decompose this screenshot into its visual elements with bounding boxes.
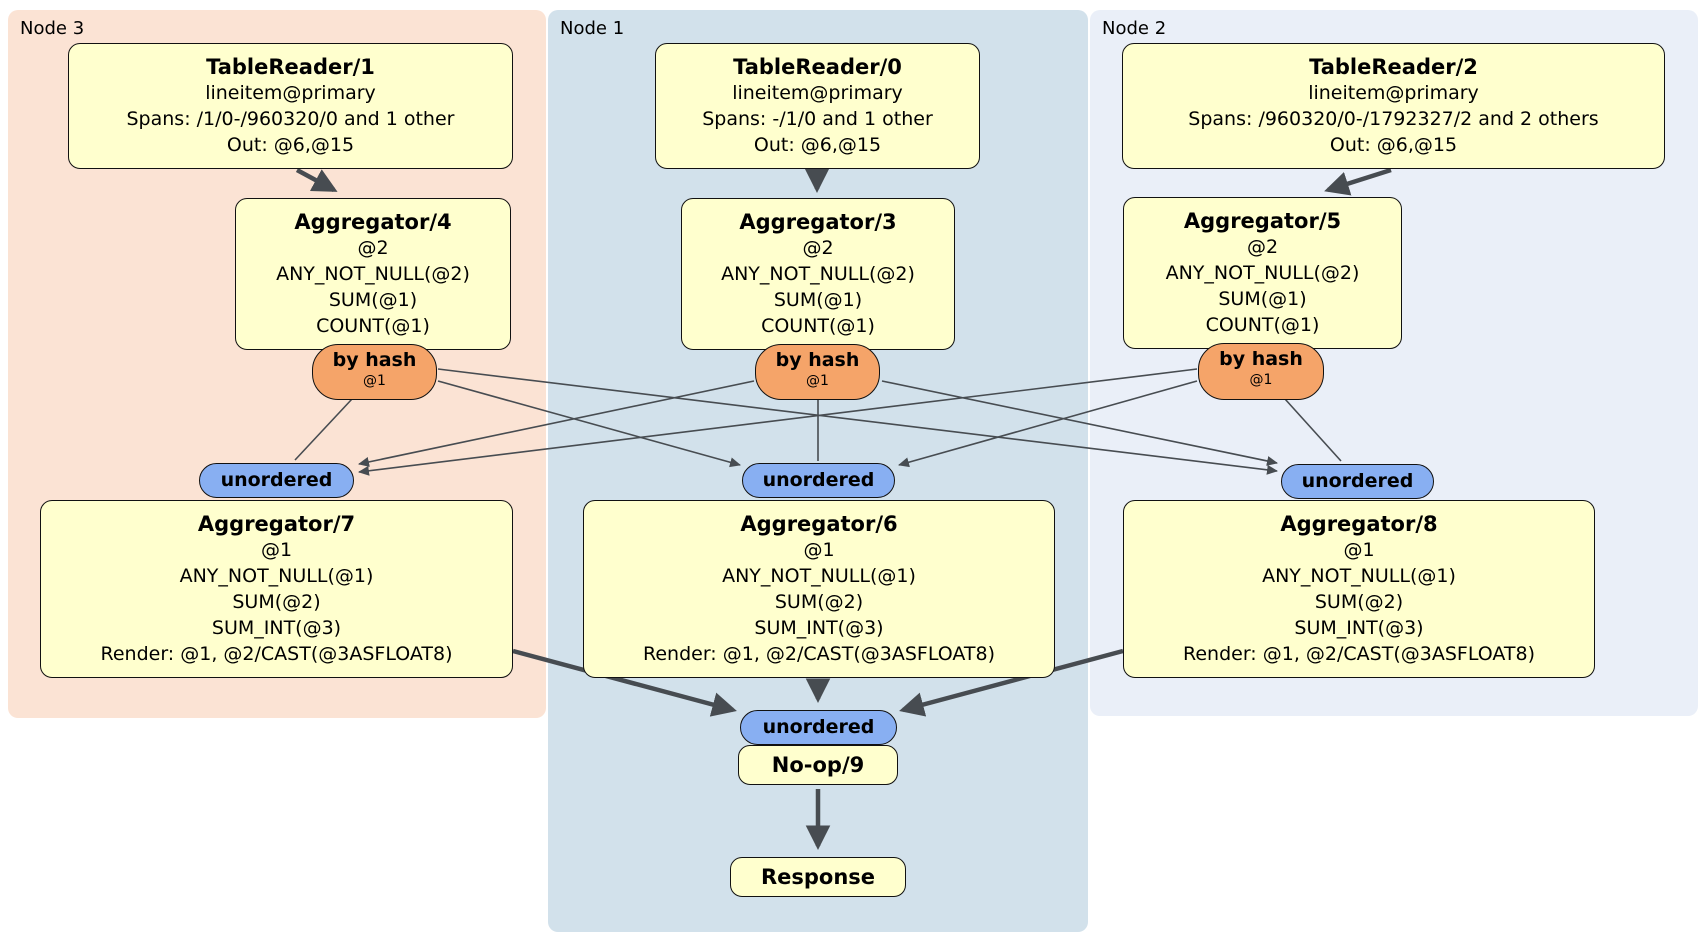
- aggregator-6-group: @1: [803, 539, 835, 561]
- aggregator-5-title: Aggregator/5: [1183, 209, 1342, 233]
- tablereader-0-box: TableReader/0 lineitem@primary Spans: -/…: [655, 43, 980, 169]
- aggregator-3-box: Aggregator/3 @2 ANY_NOT_NULL(@2) SUM(@1)…: [681, 198, 955, 350]
- edge-byhash-n2-unordered-n2: [1284, 398, 1342, 462]
- aggregator-8-fn2: SUM(@2): [1314, 591, 1404, 613]
- aggregator-3-fn3: COUNT(@1): [761, 315, 875, 337]
- aggregator-5-group: @2: [1246, 236, 1279, 258]
- aggregator-8-fn3: SUM_INT(@3): [1294, 617, 1424, 639]
- aggregator-7-fn2: SUM(@2): [232, 591, 321, 613]
- aggregator-6-fn2: SUM(@2): [774, 591, 864, 613]
- aggregator-5-fn1: ANY_NOT_NULL(@2): [1165, 262, 1360, 284]
- aggregator-6-fn1: ANY_NOT_NULL(@1): [722, 565, 916, 587]
- aggregator-4-fn2: SUM(@1): [328, 289, 418, 311]
- tablereader-1-title: TableReader/1: [206, 55, 375, 79]
- byhash-router-n3-detail: @1: [363, 373, 386, 389]
- aggregator-7-fn1: ANY_NOT_NULL(@1): [179, 565, 374, 587]
- tablereader-1-index: lineitem@primary: [205, 82, 376, 104]
- tablereader-1-out: Out: @6,@15: [226, 134, 355, 156]
- aggregator-6-fn3: SUM_INT(@3): [754, 617, 884, 639]
- edge-byhash-n3-unordered-n1: [437, 380, 741, 468]
- edge-byhash-n1-unordered-n3: [358, 380, 755, 467]
- response-box: Response: [730, 857, 906, 897]
- response-title: Response: [760, 865, 876, 889]
- tablereader-0-index: lineitem@primary: [732, 82, 903, 104]
- edge-aggregator7-final-sync: [512, 648, 737, 717]
- byhash-router-n2-label: by hash: [1219, 348, 1303, 370]
- tablereader-2-out: Out: @6,@15: [1329, 134, 1458, 156]
- tablereader-2-box: TableReader/2 lineitem@primary Spans: /9…: [1122, 43, 1665, 169]
- aggregator-8-fn1: ANY_NOT_NULL(@1): [1262, 565, 1456, 587]
- aggregator-7-group: @1: [260, 539, 293, 561]
- edge-aggregator8-final-sync: [899, 648, 1124, 717]
- node-1-label: Node 1: [560, 18, 625, 39]
- tablereader-0-title: TableReader/0: [733, 55, 902, 79]
- unordered-sync-n2: unordered: [1281, 464, 1434, 499]
- aggregator-8-title: Aggregator/8: [1280, 512, 1438, 536]
- aggregator-5-box: Aggregator/5 @2 ANY_NOT_NULL(@2) SUM(@1)…: [1123, 197, 1402, 349]
- edge-byhash-n3-unordered-n2: [437, 368, 1278, 475]
- aggregator-6-box: Aggregator/6 @1 ANY_NOT_NULL(@1) SUM(@2)…: [583, 500, 1055, 678]
- unordered-sync-n3: unordered: [199, 463, 354, 498]
- aggregator-8-render: Render: @1, @2/CAST(@3ASFLOAT8): [1183, 643, 1535, 665]
- noop-box: No-op/9: [738, 745, 898, 785]
- aggregator-6-render: Render: @1, @2/CAST(@3ASFLOAT8): [643, 643, 995, 665]
- byhash-router-n2: by hash @1: [1198, 343, 1324, 400]
- edge-byhash-n3-unordered-n3: [294, 398, 353, 461]
- aggregator-3-title: Aggregator/3: [739, 210, 897, 234]
- tablereader-2-spans: Spans: /960320/0-/1792327/2 and 2 others: [1188, 108, 1599, 130]
- aggregator-6-title: Aggregator/6: [740, 512, 898, 536]
- byhash-router-n3-label: by hash: [332, 349, 417, 371]
- node-2-label: Node 2: [1102, 18, 1167, 39]
- aggregator-4-group: @2: [357, 237, 389, 259]
- edge-byhash-n2-unordered-n3: [358, 368, 1198, 476]
- byhash-router-n1: by hash @1: [755, 344, 880, 400]
- tablereader-2-title: TableReader/2: [1309, 55, 1478, 79]
- edge-tablereader1-aggregator4: [295, 168, 338, 192]
- byhash-router-n1-detail: @1: [806, 373, 829, 389]
- tablereader-1-spans: Spans: /1/0-/960320/0 and 1 other: [126, 108, 455, 130]
- unordered-sync-n1: unordered: [742, 463, 895, 498]
- aggregator-8-box: Aggregator/8 @1 ANY_NOT_NULL(@1) SUM(@2)…: [1123, 500, 1595, 678]
- aggregator-3-group: @2: [802, 237, 834, 259]
- aggregator-4-title: Aggregator/4: [294, 210, 452, 234]
- aggregator-5-fn3: COUNT(@1): [1205, 314, 1320, 336]
- aggregator-5-fn2: SUM(@1): [1218, 288, 1307, 310]
- aggregator-7-fn3: SUM_INT(@3): [211, 617, 342, 639]
- tablereader-0-out: Out: @6,@15: [753, 134, 882, 156]
- aggregator-8-group: @1: [1343, 539, 1375, 561]
- aggregator-4-box: Aggregator/4 @2 ANY_NOT_NULL(@2) SUM(@1)…: [235, 198, 511, 350]
- noop-title: No-op/9: [771, 753, 865, 777]
- aggregator-3-fn2: SUM(@1): [773, 289, 863, 311]
- edge-tablereader2-aggregator5: [1324, 167, 1392, 196]
- aggregator-4-fn1: ANY_NOT_NULL(@2): [276, 263, 470, 285]
- aggregator-3-fn1: ANY_NOT_NULL(@2): [721, 263, 915, 285]
- byhash-router-n2-detail: @1: [1249, 372, 1273, 388]
- byhash-router-n3: by hash @1: [312, 344, 437, 400]
- tablereader-2-index: lineitem@primary: [1308, 82, 1479, 104]
- unordered-sync-final: unordered: [740, 710, 897, 745]
- aggregator-7-box: Aggregator/7 @1 ANY_NOT_NULL(@1) SUM(@2)…: [40, 500, 513, 678]
- byhash-router-n1-label: by hash: [775, 349, 860, 371]
- aggregator-7-render: Render: @1, @2/CAST(@3ASFLOAT8): [100, 643, 453, 665]
- edge-byhash-n2-unordered-n1: [898, 380, 1198, 468]
- edge-byhash-n1-unordered-n2: [881, 380, 1278, 466]
- aggregator-7-title: Aggregator/7: [197, 512, 356, 536]
- node-3-label: Node 3: [20, 18, 85, 39]
- tablereader-1-box: TableReader/1 lineitem@primary Spans: /1…: [68, 43, 513, 169]
- aggregator-4-fn3: COUNT(@1): [316, 315, 430, 337]
- tablereader-0-spans: Spans: -/1/0 and 1 other: [702, 108, 933, 130]
